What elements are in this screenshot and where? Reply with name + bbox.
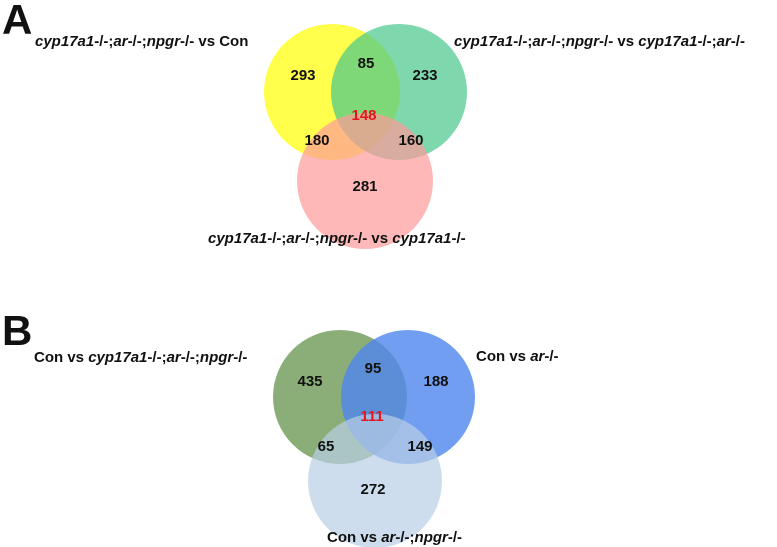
venn-b-set-label-bottom: Con vs ar-/-;npgr-/- — [327, 529, 462, 546]
label-run: -/- vs — [599, 33, 638, 50]
label-run: -/-; — [697, 33, 716, 50]
label-run: -/-; — [94, 33, 113, 50]
label-run: -/-; — [301, 230, 320, 247]
label-run: npgr — [200, 349, 234, 366]
label-run: cyp17a1 — [638, 33, 697, 50]
label-run: npgr — [320, 230, 354, 247]
panel-a-letter: A — [2, 0, 32, 43]
label-run: cyp17a1 — [392, 230, 451, 247]
venn-a-set-label-bottom: cyp17a1-/-;ar-/-;npgr-/- vs cyp17a1-/- — [208, 230, 466, 247]
label-run: -/-; — [128, 33, 147, 50]
label-run: npgr — [147, 33, 181, 50]
label-run: ar — [717, 33, 732, 50]
venn-a-set-label-top-left: cyp17a1-/-;ar-/-;npgr-/- vs Con — [35, 33, 248, 50]
label-run: -/- — [544, 348, 558, 365]
label-run: Con vs — [476, 348, 530, 365]
venn-a-count-bottom-only: 281 — [352, 178, 377, 195]
venn-a-count-all: 148 — [351, 107, 376, 124]
venn-b-count-top-left-bottom: 65 — [318, 438, 335, 455]
label-run: -/-; — [267, 230, 286, 247]
label-run: ar — [286, 230, 301, 247]
venn-a-circle-bottom — [297, 113, 433, 249]
label-run: -/- vs — [353, 230, 392, 247]
label-run: cyp17a1 — [208, 230, 267, 247]
label-run: npgr — [415, 529, 449, 546]
label-run: -/-; — [395, 529, 414, 546]
venn-b-count-all: 111 — [360, 408, 383, 425]
label-run: Con vs — [34, 349, 88, 366]
panel-b: B 435 95 188 111 65 149 272 Con vs cyp17… — [2, 307, 559, 547]
label-run: cyp17a1 — [454, 33, 513, 50]
venn-a-count-top-left-bottom: 180 — [304, 132, 329, 149]
label-run: ar — [532, 33, 547, 50]
venn-a-count-top-left-top-right: 85 — [358, 55, 375, 72]
venn-b-count-top-left-only: 435 — [297, 373, 322, 390]
label-run: cyp17a1 — [88, 349, 147, 366]
venn-a-set-label-top-right: cyp17a1-/-;ar-/-;npgr-/- vs cyp17a1-/-;a… — [454, 33, 745, 50]
venn-b-set-label-top-right: Con vs ar-/- — [476, 348, 559, 365]
label-run: -/- — [731, 33, 745, 50]
venn-b-count-top-right-only: 188 — [423, 373, 448, 390]
venn-a-count-top-right-bottom: 160 — [398, 132, 423, 149]
label-run: npgr — [566, 33, 600, 50]
venn-b-circle-bottom — [308, 414, 442, 547]
label-run: cyp17a1 — [35, 33, 94, 50]
venn-b-set-label-top-left: Con vs cyp17a1-/-;ar-/-;npgr-/- — [34, 349, 247, 366]
label-run: -/-; — [513, 33, 532, 50]
label-run: -/- — [233, 349, 247, 366]
venn-b-count-top-left-top-right: 95 — [365, 360, 382, 377]
venn-a-count-top-right-only: 233 — [412, 67, 437, 84]
label-run: ar — [167, 349, 182, 366]
label-run: Con vs — [327, 529, 381, 546]
panel-a: A 293 85 233 148 180 160 281 cyp17a1-/-;… — [2, 0, 745, 249]
label-run: -/-; — [147, 349, 166, 366]
label-run: -/-; — [181, 349, 200, 366]
panel-b-letter: B — [2, 307, 32, 354]
label-run: -/- — [448, 529, 462, 546]
label-run: ar — [381, 529, 396, 546]
label-run: -/- vs Con — [180, 33, 248, 50]
label-run: -/- — [451, 230, 465, 247]
label-run: ar — [113, 33, 128, 50]
venn-a-count-top-left-only: 293 — [290, 67, 315, 84]
label-run: ar — [530, 348, 545, 365]
label-run: -/-; — [547, 33, 566, 50]
venn-b-count-bottom-only: 272 — [360, 481, 385, 498]
venn-b-count-top-right-bottom: 149 — [407, 438, 432, 455]
